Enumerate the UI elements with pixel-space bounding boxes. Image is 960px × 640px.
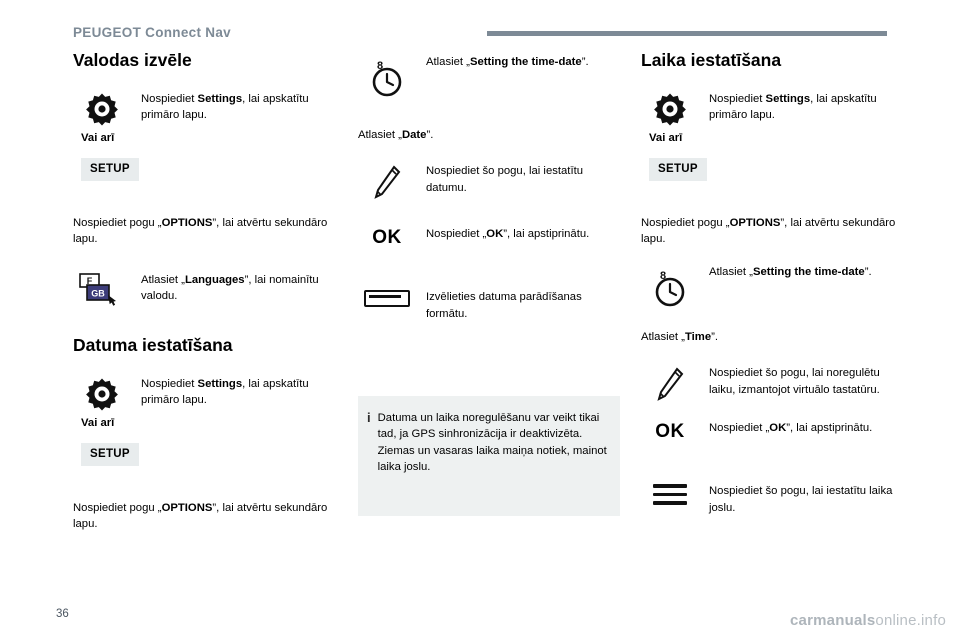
step-pen-date-text: Nospiediet šo pogu, lai iestatītu datumu…	[426, 165, 583, 194]
step-date-format-text: Izvēlieties datuma parādīšanas formātu.	[426, 291, 582, 320]
step-languages-text: Atlasiet „Languages”, lai nomainītu valo…	[141, 273, 319, 303]
info-note-box: i Datuma un laika noregulēšanu var veikt…	[358, 396, 620, 516]
section-title-language: Valodas izvēle	[73, 50, 192, 70]
pencil-icon	[641, 365, 699, 404]
step-date-format: Izvēlieties datuma parādīšanas formātu.	[358, 289, 620, 322]
watermark-part-3: .info	[916, 612, 946, 629]
column-right: Laika iestatīšana Nospiediet Settings, l…	[641, 50, 903, 516]
step-menu-timezone: Nospiediet šo pogu, lai iestatītu laika …	[641, 483, 903, 516]
step-setting-time-date-2: 8 Atlasiet „Setting the time-date”.	[641, 264, 903, 309]
svg-text:8: 8	[660, 270, 666, 282]
step-pen-time-text: Nospiediet šo pogu, lai noregulētu laiku…	[709, 367, 880, 396]
clock-icon: 8	[641, 264, 699, 309]
watermark-part-2: online	[875, 612, 917, 629]
step-menu-timezone-text: Nospiediet šo pogu, lai iestatītu laika …	[709, 485, 893, 514]
svg-text:8: 8	[377, 60, 383, 72]
section-title-date: Datuma iestatīšana	[73, 334, 233, 355]
step-ok-time: OK Nospiediet „OK”, lai apstiprinātu.	[641, 420, 903, 443]
info-note-text: Datuma un laika noregulēšanu var veikt t…	[377, 412, 607, 474]
ok-button-label: OK	[655, 421, 685, 443]
section-title-time: Laika iestatīšana	[641, 50, 782, 70]
display-bar-icon	[358, 289, 416, 308]
page-number: 36	[56, 608, 69, 620]
step-ok-time-text: Nospiediet „OK”, lai apstiprinātu.	[709, 422, 873, 435]
brand-title: PEUGEOT Connect Nav	[73, 25, 231, 40]
watermark-part-1: carmanuals	[790, 612, 876, 629]
step-settings-3: Nospiediet Settings, lai apskatītu primā…	[641, 91, 903, 126]
step-languages: F GB Atlasiet „Languages”, lai nomainītu…	[73, 272, 335, 307]
svg-text:GB: GB	[91, 288, 105, 298]
settings-gear-icon	[73, 376, 131, 411]
step-settings-2-text: Nospiediet Settings, lai apskatītu primā…	[141, 377, 309, 407]
column-middle: 8 Atlasiet „Setting the time-date”. Atla…	[358, 50, 620, 322]
setup-button-3[interactable]: SETUP	[649, 158, 707, 181]
column-left: Valodas izvēle Nospiediet Settings, lai …	[73, 50, 335, 533]
step-pen-time: Nospiediet šo pogu, lai noregulētu laiku…	[641, 365, 903, 404]
vai-ari-label-2: Vai arī	[81, 416, 115, 429]
info-icon: i	[367, 410, 371, 425]
step-setting-time-date: 8 Atlasiet „Setting the time-date”.	[358, 54, 620, 99]
ok-button-icon[interactable]: OK	[358, 226, 416, 249]
settings-gear-icon	[73, 91, 131, 126]
options-paragraph-1: Nospiediet pogu „OPTIONS”, lai atvērtu s…	[73, 217, 328, 246]
options-paragraph-3: Nospiediet pogu „OPTIONS”, lai atvērtu s…	[641, 217, 896, 246]
select-date-paragraph: Atlasiet „Date”.	[358, 129, 434, 141]
watermark: carmanualsonline.info	[790, 612, 946, 629]
step-ok-date-text: Nospiediet „OK”, lai apstiprinātu.	[426, 228, 590, 241]
vai-ari-label-1: Vai arī	[81, 132, 115, 144]
select-time-paragraph: Atlasiet „Time”.	[641, 330, 719, 343]
vai-ari-label-3: Vai arī	[649, 132, 683, 144]
settings-gear-icon	[641, 91, 699, 126]
hamburger-menu-icon	[641, 483, 699, 505]
setup-button-1[interactable]: SETUP	[81, 158, 139, 181]
step-settings-3-text: Nospiediet Settings, lai apskatītu primā…	[709, 93, 877, 122]
svg-text:F: F	[87, 276, 93, 286]
step-pen-date: Nospiediet šo pogu, lai iestatītu datumu…	[358, 163, 620, 202]
step-setting-time-date-2-text: Atlasiet „Setting the time-date”.	[709, 265, 872, 278]
language-flags-icon: F GB	[73, 272, 131, 307]
step-settings-1-text: Nospiediet Settings, lai apskatītu primā…	[141, 93, 309, 122]
ok-button-icon[interactable]: OK	[641, 420, 699, 443]
step-ok-date: OK Nospiediet „OK”, lai apstiprinātu.	[358, 226, 620, 249]
ok-button-label: OK	[372, 227, 402, 249]
options-paragraph-2: Nospiediet pogu „OPTIONS”, lai atvērtu s…	[73, 501, 328, 531]
clock-icon: 8	[358, 54, 416, 99]
step-settings-2: Nospiediet Settings, lai apskatītu primā…	[73, 376, 335, 411]
header-rule	[487, 31, 887, 36]
setup-button-2[interactable]: SETUP	[81, 442, 139, 466]
step-setting-time-date-text: Atlasiet „Setting the time-date”.	[426, 56, 589, 68]
pencil-icon	[358, 163, 416, 202]
step-settings-1: Nospiediet Settings, lai apskatītu primā…	[73, 91, 335, 126]
